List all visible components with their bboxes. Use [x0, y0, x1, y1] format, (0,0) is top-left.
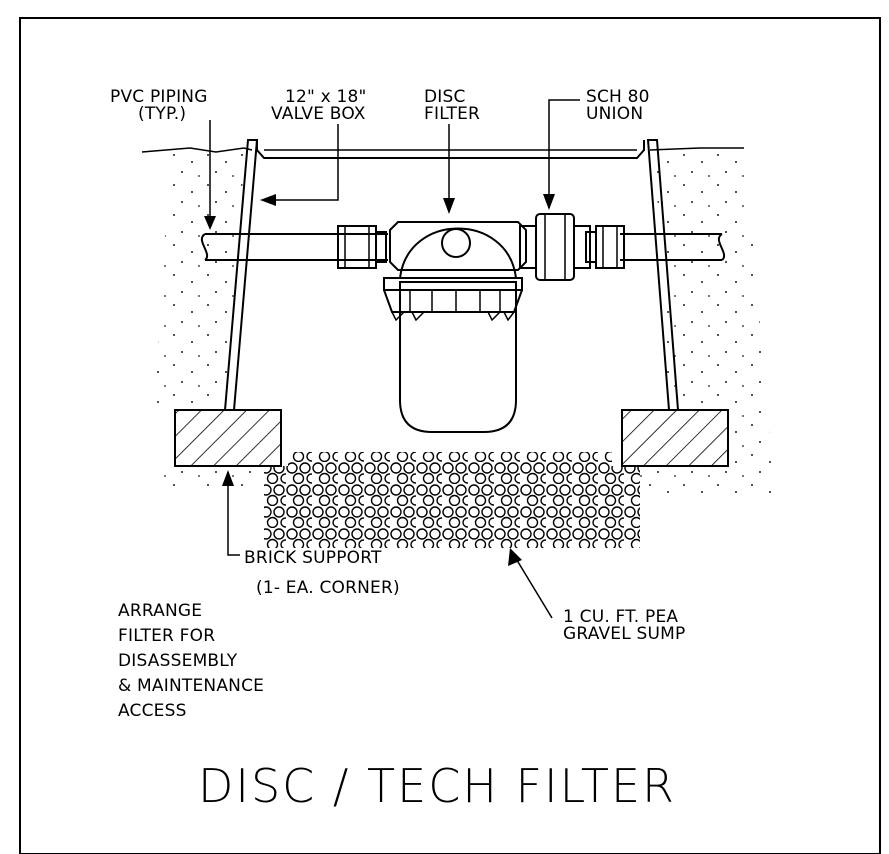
access-note-line-4: & MAINTENANCE — [118, 676, 264, 696]
brick-support-right — [621, 409, 729, 467]
pipe-coupling-left — [337, 225, 387, 269]
gravel-sump — [264, 452, 640, 548]
pvc-piping-label: PVC PIPING — [110, 87, 208, 107]
pvc-pipe — [200, 233, 725, 261]
pipe-coupling-right — [585, 225, 625, 269]
access-note-line-3: DISASSEMBLY — [118, 651, 238, 671]
valve-box-label: VALVE BOX — [271, 104, 366, 124]
sch80-union — [519, 213, 591, 281]
brick-support-label: BRICK SUPPORT — [244, 548, 382, 568]
drawing-title: DISC / TECH FILTER — [198, 759, 676, 813]
pvc-piping-typ-label: (TYP.) — [138, 104, 186, 124]
access-note-line-1: ARRANGE — [118, 601, 202, 621]
leader-lines — [204, 99, 580, 619]
union-label-2: UNION — [586, 104, 643, 124]
valve-box-size-label: 12" x 18" — [285, 87, 367, 107]
gravel-sump-label-1: 1 CU. FT. PEA — [563, 607, 678, 627]
disc-filter-label-1: DISC — [424, 87, 466, 107]
filter-indicator-circle — [441, 228, 471, 258]
valve-box — [223, 139, 680, 411]
disc-filter-label-2: FILTER — [424, 104, 480, 124]
access-note-line-5: ACCESS — [118, 701, 187, 721]
disc-filter — [383, 221, 527, 433]
union-label-1: SCH 80 — [586, 87, 650, 107]
gravel-sump-label-2: GRAVEL SUMP — [563, 624, 685, 644]
sheet-border — [19, 17, 881, 854]
brick-support-left — [174, 409, 282, 467]
brick-support-note: (1- EA. CORNER) — [256, 578, 400, 598]
access-note-line-2: FILTER FOR — [118, 626, 215, 646]
